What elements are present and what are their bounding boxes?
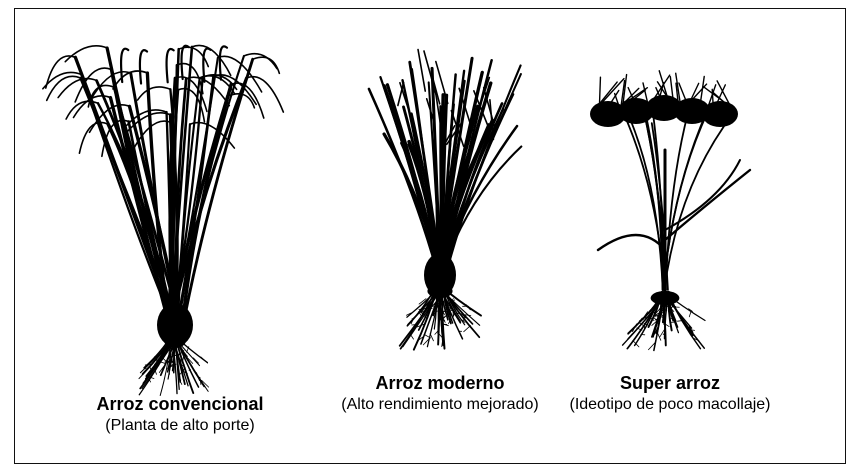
conventional-rice-plant bbox=[43, 45, 284, 395]
label-subtitle: (Ideotipo de poco macollaje) bbox=[560, 395, 780, 415]
modern-rice-plant bbox=[369, 49, 521, 349]
label-modern-rice: Arroz moderno (Alto rendimiento mejorado… bbox=[330, 372, 550, 415]
label-title: Super arroz bbox=[560, 372, 780, 395]
label-subtitle: (Planta de alto porte) bbox=[40, 416, 320, 436]
label-title: Arroz convencional bbox=[40, 393, 320, 416]
label-subtitle: (Alto rendimiento mejorado) bbox=[330, 395, 550, 415]
label-super-rice: Super arroz (Ideotipo de poco macollaje) bbox=[560, 372, 780, 415]
label-conventional-rice: Arroz convencional (Planta de alto porte… bbox=[40, 393, 320, 436]
super-rice-plant bbox=[590, 71, 750, 351]
label-title: Arroz moderno bbox=[330, 372, 550, 395]
